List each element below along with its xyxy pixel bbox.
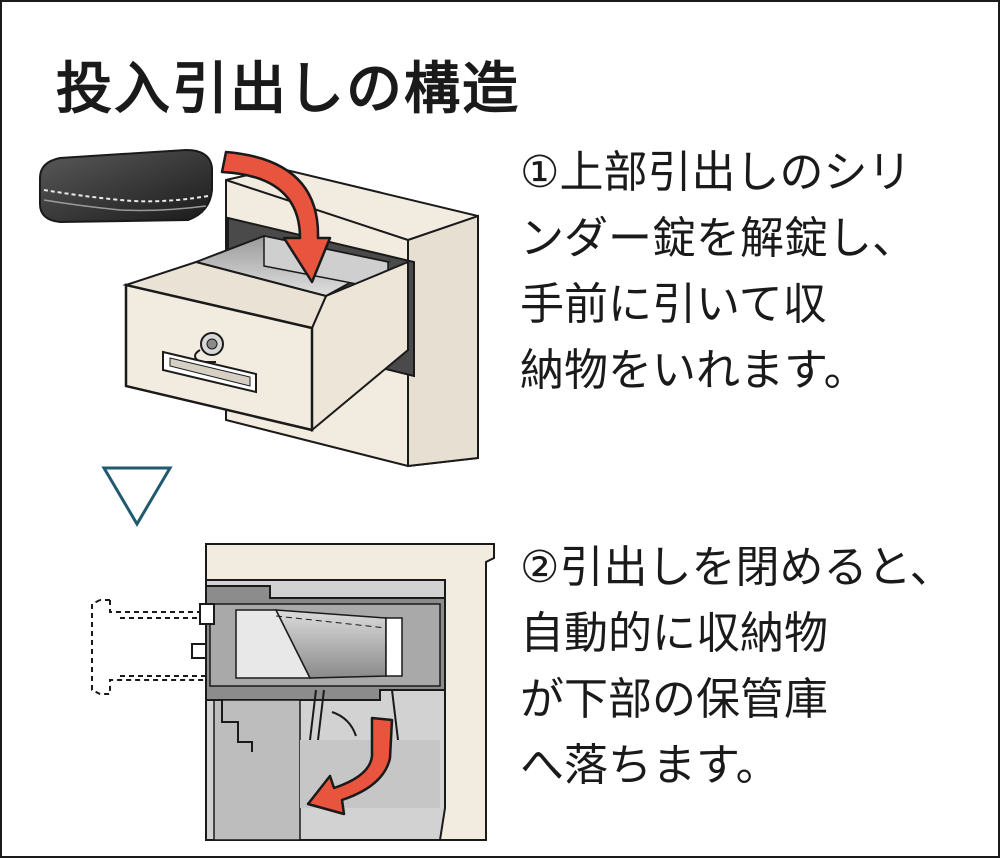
step-1-line-4: 納物をいれます。	[520, 345, 868, 396]
open-drawer-illustration	[39, 148, 479, 468]
cylinder-lock-section-icon	[191, 603, 215, 659]
step-2-line-4: へ落ちます。	[520, 740, 780, 791]
step-1-line-2: ンダー錠を解錠し、	[520, 213, 916, 264]
cross-section-illustration	[91, 543, 495, 841]
step-2-text: ②引出しを閉めると、 自動的に収納物 が下部の保管庫 へ落ちます。	[520, 535, 954, 799]
drop-arrow-icon	[306, 716, 394, 816]
pulled-drawer-outline	[91, 599, 206, 695]
step-1-line-3: 手前に引いて収	[520, 279, 827, 330]
insert-arrow-icon	[220, 150, 332, 284]
step-1-line-1: ①上部引出しのシリ	[520, 147, 912, 198]
step-2-line-2: 自動的に収納物	[520, 608, 828, 659]
step-1-text: ①上部引出しのシリ ンダー錠を解錠し、 手前に引いて収 納物をいれます。	[520, 140, 916, 404]
drawer-front	[124, 283, 314, 432]
next-step-triangle-icon	[101, 466, 173, 527]
page-title: 投入引出しの構造	[56, 57, 520, 122]
step-2-line-1: ②引出しを閉めると、	[520, 542, 954, 593]
cabinet-cross-section	[205, 543, 495, 841]
step-2-line-3: が下部の保管庫	[520, 674, 828, 725]
wallet-icon	[39, 148, 213, 224]
